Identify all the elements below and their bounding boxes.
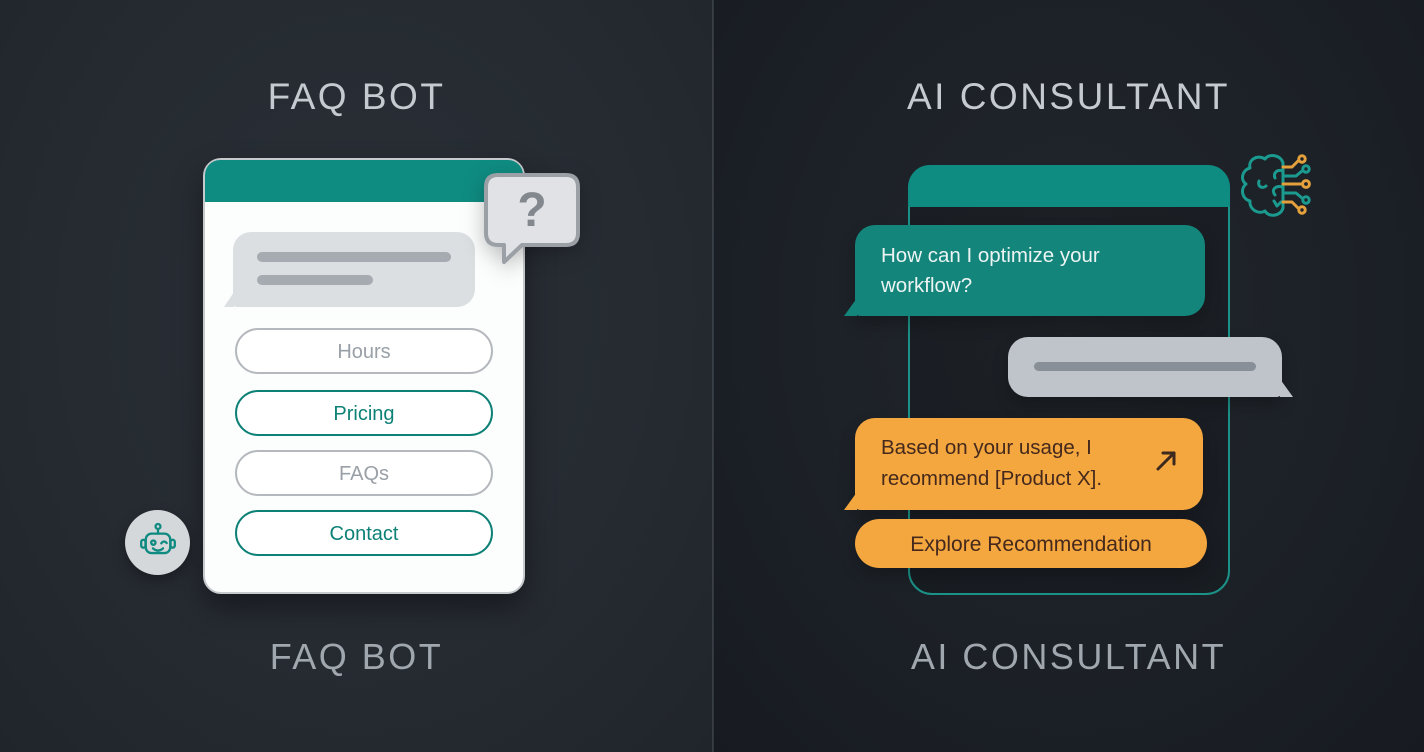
placeholder-text-line <box>1034 362 1256 371</box>
faq-chat-window: Hours Pricing FAQs Contact <box>203 158 525 594</box>
hours-button[interactable]: Hours <box>235 328 493 374</box>
arrow-up-right-icon <box>1156 451 1176 471</box>
robot-face-icon <box>139 522 176 554</box>
explore-recommendation-button[interactable]: Explore Recommendation <box>855 519 1207 568</box>
ai-bot-message-text: How can I optimize your workflow? <box>881 244 1100 297</box>
ai-consultant-panel: AI CONSULTANT How can I opt <box>713 0 1424 752</box>
faq-chat-header-bar <box>205 160 523 202</box>
faqs-button[interactable]: FAQs <box>235 450 493 496</box>
faq-bot-title-bottom: FAQ BOT <box>269 636 444 677</box>
ai-consultant-title-bottom: AI CONSULTANT <box>910 636 1227 677</box>
user-message-placeholder-bubble <box>1008 337 1282 397</box>
robot-avatar <box>125 510 190 575</box>
ai-bot-message-bubble: How can I optimize your workflow? <box>844 225 1205 317</box>
ai-brain-circuit-icon <box>1241 154 1311 217</box>
pricing-button[interactable]: Pricing <box>235 390 493 436</box>
recommendation-message-bubble: Based on your usage, I recommend [Produc… <box>844 418 1203 510</box>
phone-header-bar <box>908 165 1230 207</box>
question-speech-bubble-icon: ? <box>484 173 580 264</box>
placeholder-text-line <box>257 252 451 262</box>
ai-consultant-title-top: AI CONSULTANT <box>906 76 1231 117</box>
bot-message-placeholder-bubble <box>224 232 475 307</box>
faq-bot-panel: FAQ BOT Hours Pricing FAQs Contact ? <box>0 0 713 752</box>
contact-button[interactable]: Contact <box>235 510 493 556</box>
panel-divider <box>712 0 714 752</box>
svg-text:?: ? <box>517 184 546 237</box>
faq-bot-title-top: FAQ BOT <box>267 76 446 117</box>
recommendation-message-text: Based on your usage, I recommend [Produc… <box>881 436 1103 490</box>
placeholder-text-line <box>257 275 373 285</box>
